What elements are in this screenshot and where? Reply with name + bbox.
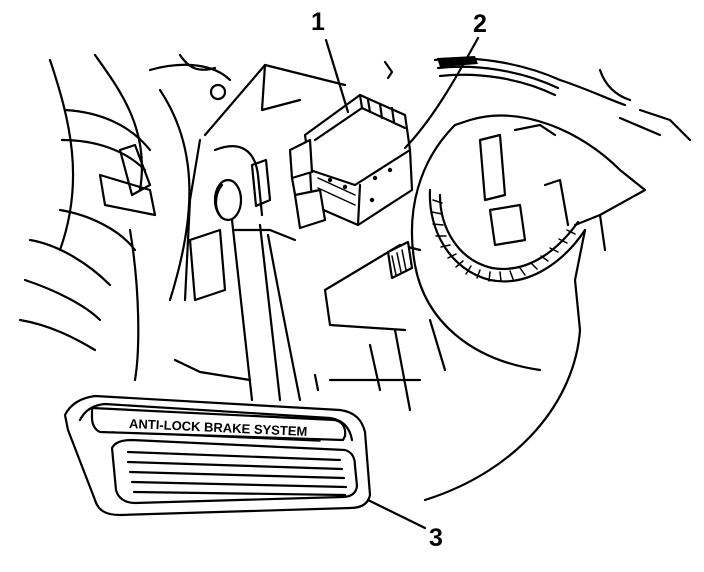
leader-lines [324,36,480,530]
leader-line-3 [366,498,427,530]
callout-1: 1 [311,8,325,36]
abs-control-module [288,93,414,230]
pedal-grip-ribs [126,450,348,497]
leader-line-1 [324,38,350,114]
leader-line-2 [403,36,480,150]
lower-dash-panel [173,240,447,412]
left-trim-panel [18,53,232,382]
brake-pedal-pad: ANTI-LOCK BRAKE SYSTEM [63,394,372,517]
wiring-harness [383,56,692,142]
brake-pedal-arm [230,218,302,402]
callout-3: 3 [429,524,443,552]
corrugation-marks [431,199,576,282]
label-underline [111,431,321,442]
steering-column-housing [410,114,647,502]
mounting-bracket [183,63,347,302]
callout-2: 2 [473,10,487,38]
